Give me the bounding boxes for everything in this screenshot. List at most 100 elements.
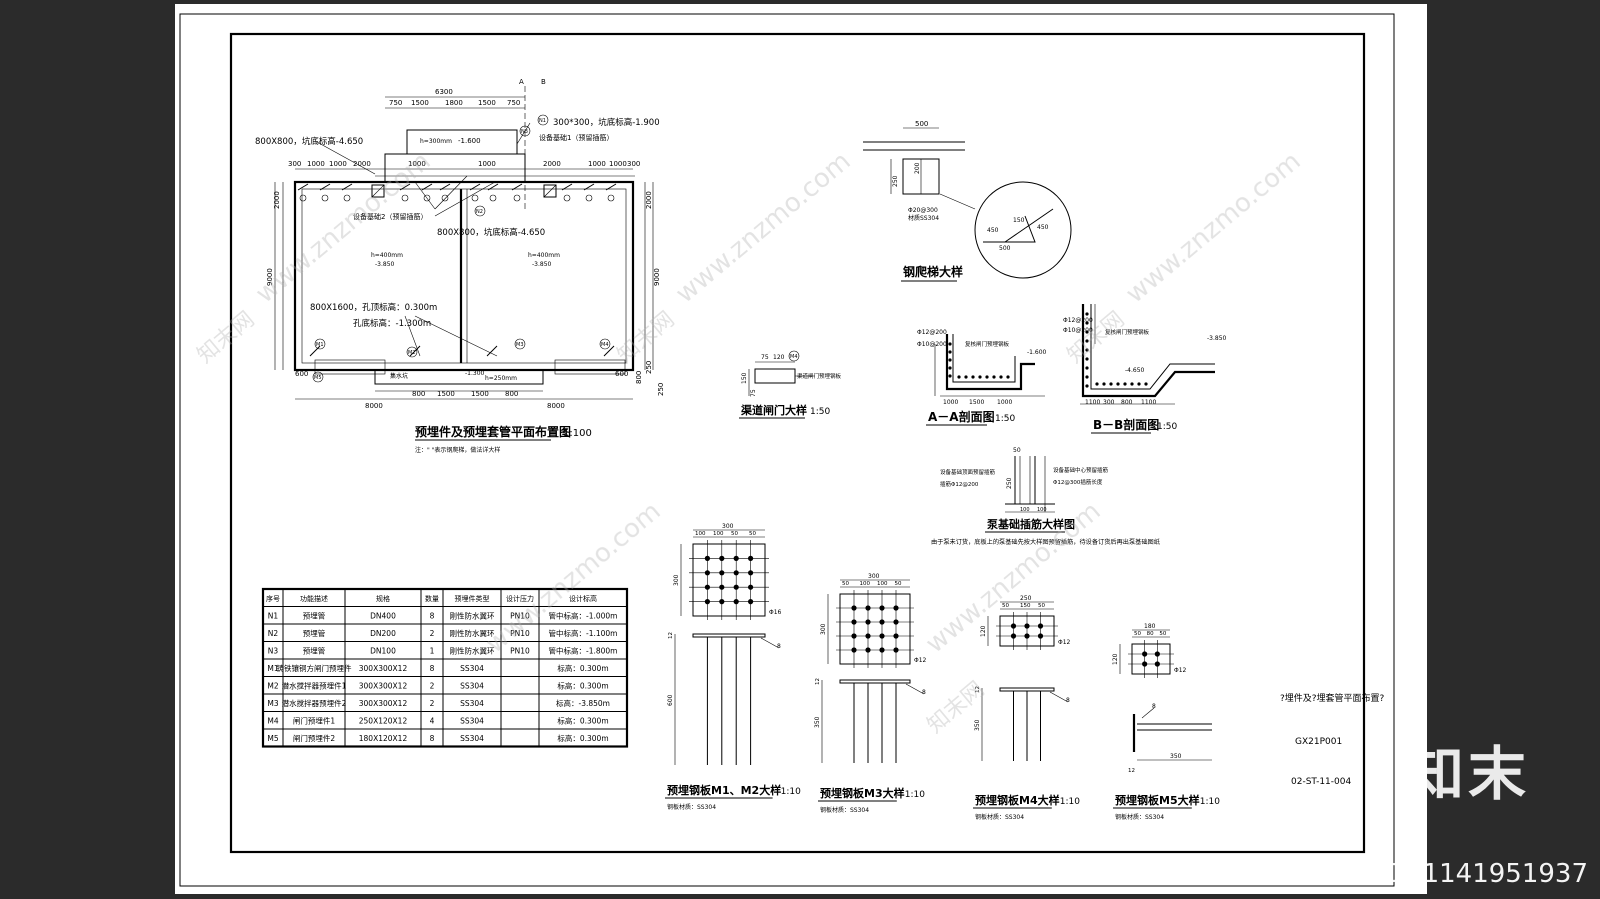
dim-750a: 750: [389, 99, 402, 107]
table-cell: 300X300X12: [359, 699, 408, 708]
plate-weld: 8: [922, 689, 926, 696]
secB-title: B－B剖面图: [1093, 417, 1159, 432]
table-cell: 2: [430, 629, 435, 638]
secA-rebar2: Φ10@200: [917, 341, 947, 348]
label-pit3b: 孔底标高：-1.300m: [353, 318, 431, 329]
dim-r2-4: 1000: [408, 160, 426, 168]
tag-n3: N3: [519, 125, 531, 137]
label-pit2: 800X800，坑底标高-4.650: [437, 227, 545, 238]
dim-r2-7: 1000: [588, 160, 606, 168]
dim-bottom-8000a: 8000: [365, 402, 383, 410]
table-cell: PN10: [510, 647, 530, 656]
plate-title: 预埋钢板M1、M2大样: [667, 783, 781, 797]
plate-depth: 350: [814, 716, 821, 728]
tag-m5: M5: [312, 371, 324, 383]
plan-title: 预埋件及预埋套管平面布置图: [415, 424, 571, 439]
label-h400b: h=400mm: [528, 252, 560, 259]
tag-m4: M4: [599, 338, 611, 350]
section-b-detail: [1080, 304, 1215, 405]
table-cell: DN200: [370, 629, 396, 638]
plate-material: 钢板材质：SS304: [820, 806, 869, 814]
plate-scale: 1:10: [1200, 797, 1220, 807]
valve-tag: M4: [790, 354, 798, 360]
table-cell: 预埋管: [303, 611, 326, 621]
dim-6300: 6300: [435, 88, 453, 96]
watermark-site-2: www.znzmo.com: [670, 146, 856, 309]
table-header-cell: 规格: [376, 594, 390, 603]
watermark-brand-1: 知末网: [193, 307, 260, 369]
label-section-a: A: [519, 78, 524, 86]
table-cell: SS304: [460, 682, 484, 691]
plate-dim-sub: 50: [1002, 603, 1009, 609]
plate-thickness: 12: [1128, 768, 1135, 774]
table-cell: 8: [430, 612, 435, 621]
dim-b2-0: 800: [412, 390, 425, 398]
dim-r2-5: 1000: [478, 160, 496, 168]
titleblock-code: GX21P001: [1295, 737, 1342, 747]
bottom-channel: [374, 369, 544, 385]
table-cell: 标高：0.300m: [557, 716, 608, 726]
plate-bolt-label: Φ12: [1174, 667, 1187, 674]
table-cell: 潜水搅拌器预埋件2: [282, 698, 347, 708]
table-cell: SS304: [460, 664, 484, 673]
titleblock-caption: ?埋件及?埋套管平面布置?: [1280, 692, 1385, 704]
tag-n2: N2: [474, 205, 486, 217]
secB-dim-1: 300: [1103, 399, 1115, 406]
table-cell: 铸铁镶铜方闸门预埋件: [277, 663, 352, 673]
drawing-sheet: 6300 750 1500 1800 1500 750 300 1000 100…: [175, 4, 1427, 894]
dim-r2-3: 2000: [353, 160, 371, 168]
plate-bolt-label: Φ16: [769, 609, 782, 616]
svg-text:N3: N3: [521, 129, 528, 135]
label-pit3: 800X1600，孔顶标高：0.300m: [310, 302, 437, 313]
table-cell: 刚性防水翼环: [450, 646, 495, 656]
dim-bottom-8000b: 8000: [547, 402, 565, 410]
secB-rebar1: Φ12@200: [1063, 317, 1093, 324]
table-cell: 闸门预埋件1: [293, 716, 335, 726]
svg-text:M3: M3: [516, 342, 524, 348]
table-cell: 180X120X12: [359, 734, 408, 743]
secB-rebar2: Φ10@200: [1063, 327, 1093, 334]
table-cell: 300X300X12: [359, 664, 408, 673]
svg-text:M4: M4: [601, 342, 609, 348]
table-cell: 管中标高：-1.000m: [549, 611, 618, 621]
table-cell: 4: [430, 717, 435, 726]
ladder-c450b: 450: [1037, 224, 1049, 231]
table-cell: 刚性防水翼环: [450, 628, 495, 638]
plate-thickness: 12: [668, 632, 674, 639]
plate-dim-sub: 50: [731, 531, 738, 537]
table-cell: PN10: [510, 612, 530, 621]
watermarks: www.znzmo.com www.znzmo.com www.znzmo.co…: [193, 146, 1307, 738]
tag-m1: M1: [314, 338, 326, 350]
secA-rebar1: Φ12@200: [917, 329, 947, 336]
table-header-cell: 设计标高: [569, 594, 597, 603]
plate-material: 钢板材质：SS304: [1115, 813, 1164, 821]
valve-title: 渠道闸门大样: [741, 403, 807, 417]
secB-dim-0: 1100: [1085, 399, 1100, 406]
plate-dim-sub: 80: [1147, 631, 1154, 637]
ladder-rebar: Φ20@300: [908, 207, 938, 214]
dim-1500a: 1500: [411, 99, 429, 107]
dim-r2-8: 1000: [609, 160, 627, 168]
table-header-cell: 预埋件类型: [455, 594, 490, 603]
table-cell: SS304: [460, 717, 484, 726]
table-cell: N3: [268, 647, 279, 656]
dim-left-9000: 9000: [266, 268, 274, 286]
outer-frame: [179, 13, 1395, 887]
pump-dim-1: 250: [1006, 477, 1013, 489]
dim-r2-6: 2000: [543, 160, 561, 168]
table-cell: N1: [268, 612, 279, 621]
table-cell: 标高：0.300m: [557, 681, 608, 691]
dim-left-2000: 2000: [273, 191, 281, 209]
tag-m3: M3: [514, 338, 526, 350]
cad-drawing: 6300 750 1500 1800 1500 750 300 1000 100…: [179, 13, 1395, 887]
secB-elev2: -4.650: [1125, 367, 1145, 374]
pump-note: 由于泵未订货，底板上的泵基础先按大样图预留插筋，待设备订货后再出泵基础图纸: [931, 538, 1160, 546]
ladder-c450a: 450: [987, 227, 999, 234]
plan-note: 注：" "表示钢爬梯，做法详大样: [415, 446, 500, 454]
table-cell: M1: [267, 664, 278, 673]
plate-dim-sub: 50: [842, 581, 849, 587]
table-header-cell: 设计压力: [506, 594, 534, 603]
